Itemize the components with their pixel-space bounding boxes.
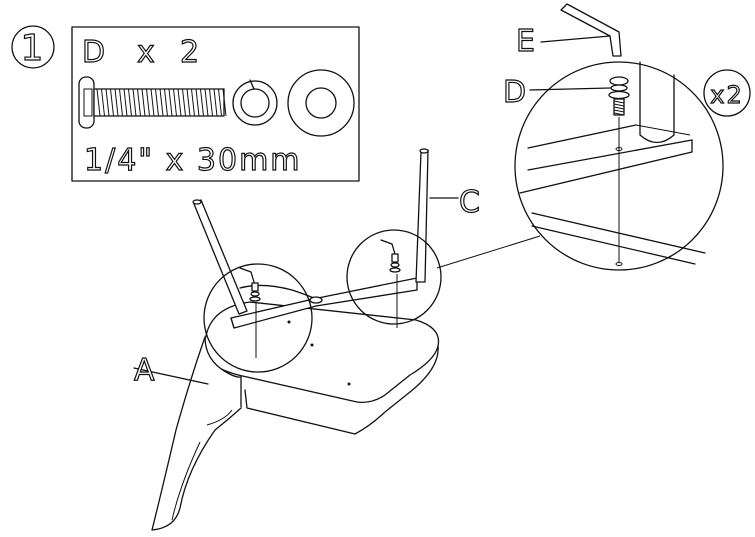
label-repeat: x2 [710,81,743,109]
flat-washer-icon [287,69,355,137]
bolt-icon [78,76,227,129]
step-badge: 1 [11,25,55,70]
hardware-size: 1/4" x 30mm [84,143,302,178]
zoom-circle-left [203,263,313,373]
step-number: 1 [21,28,46,69]
allen-key-icon: E [515,3,622,60]
label-seat: A [134,353,157,388]
zoom-circle-right [346,229,442,328]
hardware-times: x [137,35,157,70]
repeat-badge: x2 [703,69,751,117]
hardware-box: D x 2 1/4" x 30mm [71,26,360,182]
hardware-part-letter: D [82,35,107,70]
label-bolt: D [503,75,528,110]
seat-part: A [133,301,440,531]
label-allen-key: E [516,24,537,59]
lock-washer-icon [232,79,278,126]
label-leg: C [459,185,482,220]
detail-circle [436,61,724,271]
hardware-quantity: 2 [180,35,201,70]
leg-part: C [192,148,482,315]
